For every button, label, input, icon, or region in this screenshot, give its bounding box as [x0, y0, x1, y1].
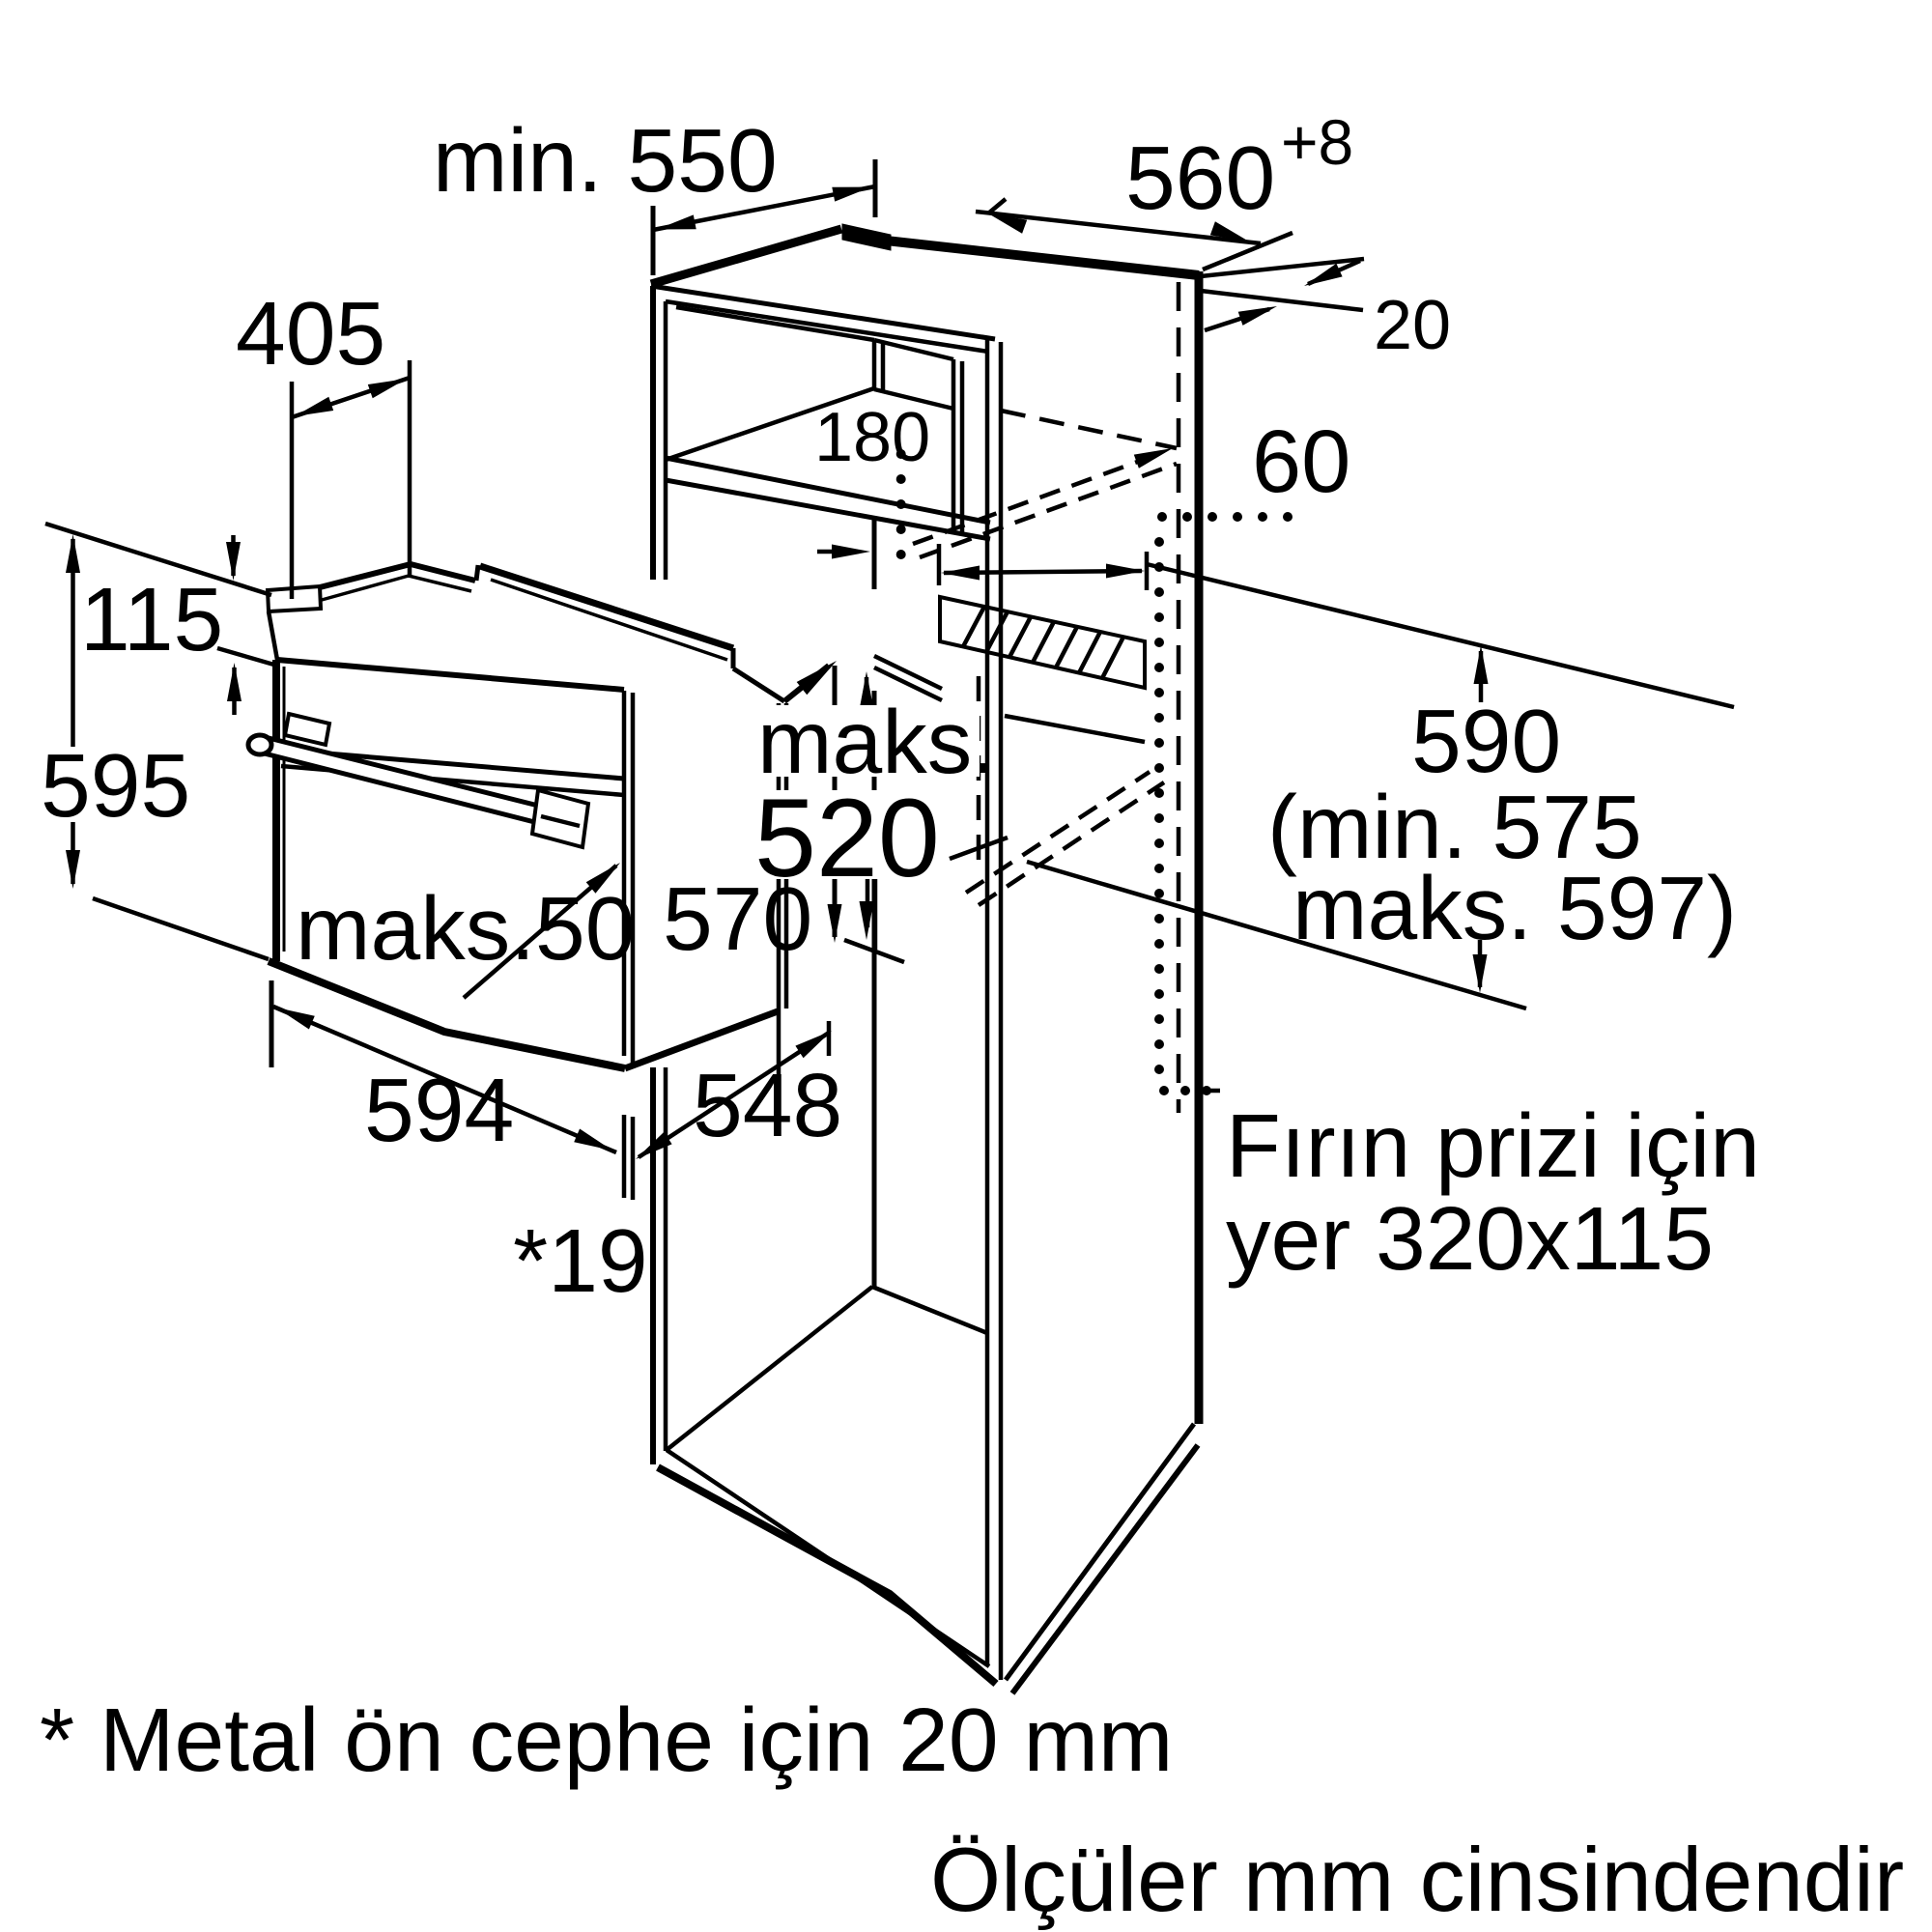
- svg-text:Fırın prizi için: Fırın prizi için: [1226, 1095, 1760, 1196]
- svg-text:20: 20: [1374, 287, 1451, 364]
- svg-text:min. 550: min. 550: [433, 110, 778, 211]
- svg-text:(min. 575: (min. 575: [1267, 777, 1642, 877]
- svg-text:570: 570: [663, 868, 812, 969]
- svg-text:maks. 597): maks. 597): [1293, 858, 1737, 958]
- svg-text:594: 594: [364, 1060, 514, 1160]
- svg-text:548: 548: [693, 1055, 842, 1155]
- svg-text:maks.: maks.: [757, 692, 997, 792]
- svg-text:560: 560: [1125, 128, 1275, 228]
- svg-text:+8: +8: [1281, 106, 1353, 178]
- svg-text:520: 520: [754, 777, 940, 900]
- svg-text:*19: *19: [513, 1210, 648, 1311]
- svg-text:180: 180: [814, 399, 930, 476]
- svg-text:yer 320x115: yer 320x115: [1226, 1188, 1714, 1289]
- svg-text:590: 590: [1411, 691, 1561, 791]
- svg-text:maks.50: maks.50: [296, 878, 635, 979]
- svg-text:115: 115: [80, 569, 223, 669]
- svg-text:595: 595: [41, 735, 190, 836]
- svg-text:* Metal ön cephe için 20 mm: * Metal ön cephe için 20 mm: [40, 1690, 1173, 1790]
- svg-text:Ölçüler mm cinsindendir: Ölçüler mm cinsindendir: [930, 1829, 1904, 1930]
- svg-text:405: 405: [236, 283, 385, 384]
- svg-text:60: 60: [1252, 412, 1350, 511]
